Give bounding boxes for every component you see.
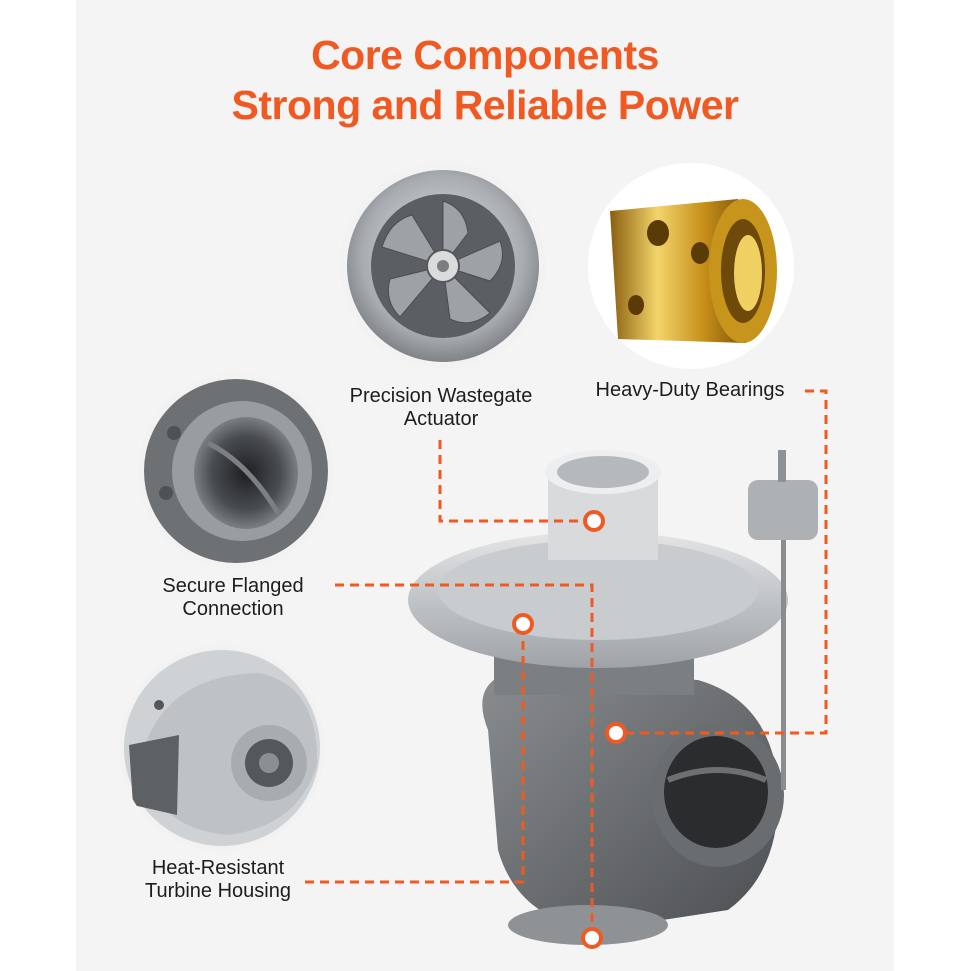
flange-callout: Secure Flanged Connection (140, 575, 326, 621)
wastegate-marker (583, 510, 605, 532)
page-title: Core Components (311, 32, 659, 78)
flange-thumbnail (138, 373, 334, 569)
wastegate-label-line2: Actuator (403, 408, 479, 430)
wastegate-callout: Precision Wastegate Actuator (330, 385, 552, 431)
wastegate-label-line1: Precision Wastegate (349, 385, 533, 407)
flange-label-line2: Connection (182, 598, 284, 620)
compressor-wheel-thumbnail (340, 163, 546, 369)
flange-label-line1: Secure Flanged (162, 575, 304, 597)
bearings-marker (605, 722, 627, 744)
bearings-label-line1: Heavy-Duty Bearings (595, 379, 785, 401)
turbocharger-image (398, 440, 838, 962)
bearings-callout: Heavy-Duty Bearings (574, 379, 806, 402)
bearing-thumbnail (588, 163, 794, 369)
housing-thumbnail (119, 645, 325, 851)
page-subtitle: Strong and Reliable Power (231, 82, 739, 128)
housing-label-line1: Heat-Resistant (151, 857, 285, 879)
flange-marker (581, 927, 603, 949)
housing-callout: Heat-Resistant Turbine Housing (126, 857, 310, 903)
housing-marker (512, 613, 534, 635)
housing-label-line2: Turbine Housing (144, 880, 291, 902)
